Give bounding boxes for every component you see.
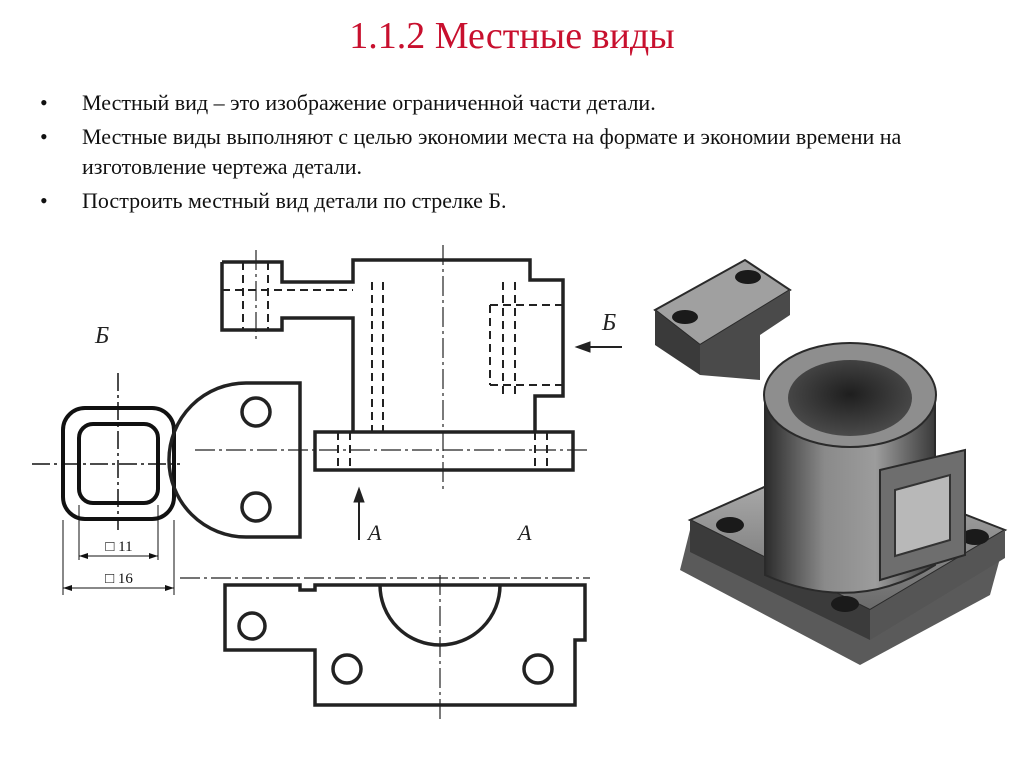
section-label-left: А xyxy=(366,520,382,545)
view-arrows: А А Б xyxy=(353,310,622,545)
top-hole-1 xyxy=(237,611,267,641)
bullet-item: • Местный вид – это изображение ограничен… xyxy=(40,88,920,118)
bullet-text: Построить местный вид детали по стрелке … xyxy=(82,188,507,213)
bullet-item: • Местные виды выполняют с целью экономии… xyxy=(40,122,920,182)
base-plate xyxy=(313,430,575,472)
arrow-b-label: Б xyxy=(601,310,616,336)
bullet-dot: • xyxy=(40,188,48,213)
bullet-dot: • xyxy=(40,90,48,115)
lug-hole-top xyxy=(240,396,272,428)
bullet-text: Местный вид – это изображение ограниченн… xyxy=(82,90,656,115)
local-view: Б □ 11 □ 16 xyxy=(32,323,180,595)
isometric-part xyxy=(653,258,1008,665)
bullet-list: • Местный вид – это изображение ограничен… xyxy=(40,88,920,220)
dim-inner-label: □ 11 xyxy=(105,539,132,555)
front-outline-top xyxy=(222,258,565,432)
dim-outer-label: □ 16 xyxy=(105,571,133,587)
section-label-right: А xyxy=(516,520,532,545)
top-view-outline xyxy=(223,583,587,707)
top-hole-3 xyxy=(522,653,554,685)
local-view-label: Б xyxy=(94,323,109,349)
lug-hole-bottom xyxy=(240,491,272,523)
top-hole-2 xyxy=(331,653,363,685)
bore-arc xyxy=(378,584,502,647)
bullet-text: Местные виды выполняют с целью экономии … xyxy=(82,124,902,179)
side-lug xyxy=(167,381,302,539)
bullet-item: • Построить местный вид детали по стрелке… xyxy=(40,186,920,216)
orthographic-views xyxy=(167,245,590,720)
bullet-dot: • xyxy=(40,124,48,149)
slide-title: 1.1.2 Местные виды xyxy=(349,15,675,57)
